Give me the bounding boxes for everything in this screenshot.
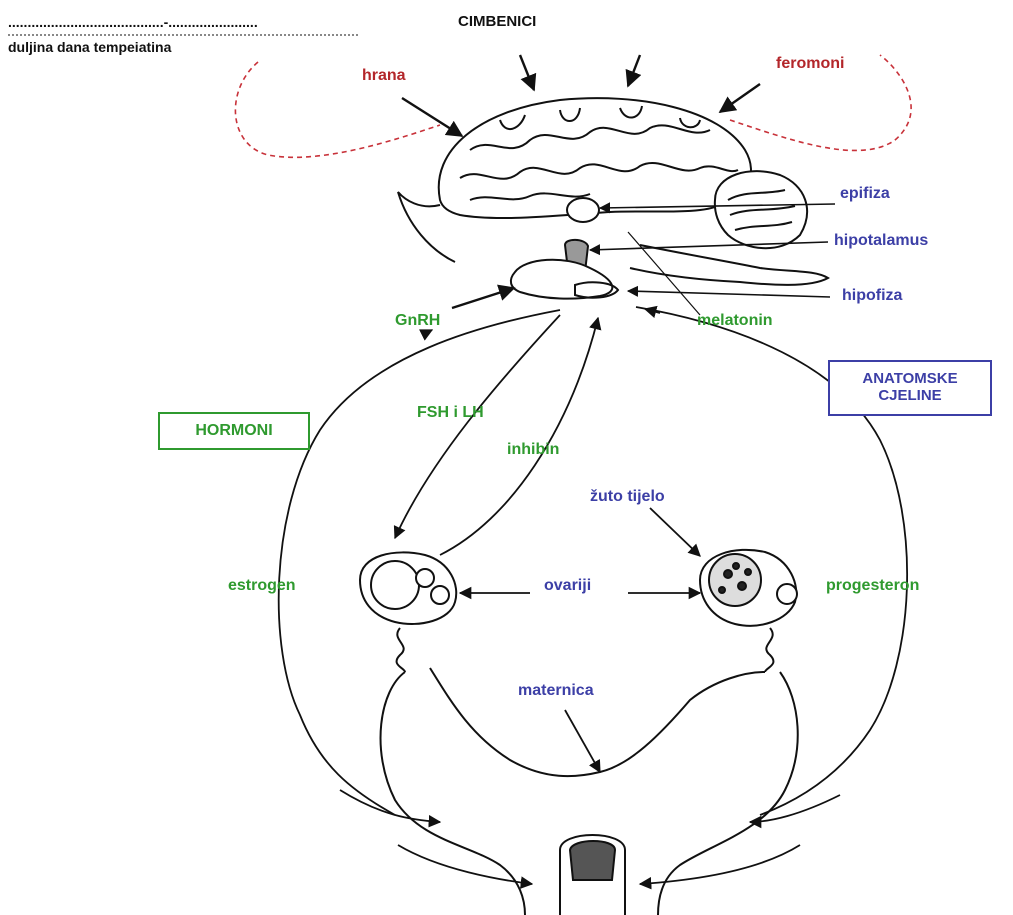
oviduct-left — [395, 627, 406, 673]
label-feromoni: feromoni — [776, 55, 845, 72]
legend-anatomske-box: ANATOMSKE CJELINE — [828, 360, 992, 416]
legend-hormoni-box: HORMONI — [158, 412, 310, 450]
pointer-hipofiza — [626, 285, 831, 298]
label-inhibin: inhibin — [507, 441, 560, 458]
label-hrana: hrana — [362, 67, 406, 84]
factors-list: duljina dana tempeiatina — [8, 39, 172, 55]
environment-boundary — [234, 54, 912, 159]
arrow-hrana — [401, 96, 464, 138]
arrow-maternica — [564, 709, 601, 774]
uterus-drawing — [379, 667, 799, 915]
arrow-progesteron-head — [643, 305, 661, 319]
arrow-feromoni — [718, 83, 761, 113]
loop-progesteron — [635, 306, 909, 816]
arrow-inhibin — [439, 316, 602, 556]
label-progesteron: progesteron — [826, 577, 920, 594]
label-maternica: maternica — [518, 682, 594, 699]
pointer-hipotalamus — [588, 241, 829, 256]
label-fsh-lh: FSH i LH — [417, 404, 484, 421]
arrow-factor-2 — [625, 54, 642, 88]
brain-drawing — [397, 97, 830, 300]
header-dotted-text: ........................................… — [8, 14, 258, 30]
arrow-cervix-left — [397, 844, 534, 889]
label-ovariji: ovariji — [544, 577, 592, 594]
pointer-epifiza — [598, 202, 836, 214]
arrow-factor-1 — [518, 54, 537, 92]
ovary-right — [698, 548, 798, 627]
oviduct-right — [764, 627, 775, 673]
legend-anatomske-line1: ANATOMSKE — [862, 370, 958, 387]
label-epifiza: epifiza — [840, 185, 890, 202]
arrow-fsh-lh — [393, 314, 561, 540]
ovary-left — [358, 551, 458, 625]
arrow-estrogen-head — [419, 329, 434, 341]
legend-hormoni-text: HORMONI — [195, 422, 273, 439]
factors-title: CIMBENICI — [458, 13, 537, 30]
arrow-zuto-tijelo — [649, 507, 701, 557]
arrow-gnrh — [451, 284, 516, 310]
label-hipofiza: hipofiza — [842, 287, 903, 304]
pointer-melatonin — [627, 231, 701, 316]
label-zuto-tijelo: žuto tijelo — [590, 488, 665, 505]
loop-estrogen — [277, 309, 561, 816]
arrow-loop-left-bottom — [339, 789, 442, 828]
label-gnrh: GnRH — [395, 312, 441, 329]
label-estrogen: estrogen — [228, 577, 296, 594]
arrow-cervix-right — [638, 844, 801, 890]
label-melatonin: melatonin — [697, 312, 773, 329]
legend-anatomske-line2: CJELINE — [878, 387, 942, 404]
label-hipotalamus: hipotalamus — [834, 232, 929, 249]
